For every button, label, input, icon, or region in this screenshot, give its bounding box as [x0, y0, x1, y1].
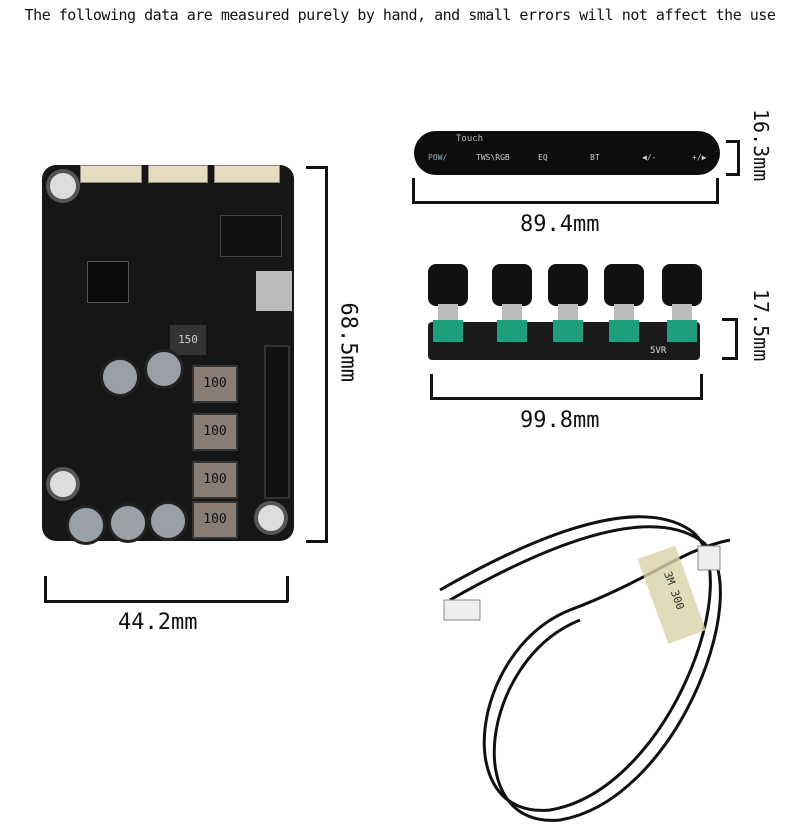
mount-hole	[46, 169, 80, 203]
capacitor	[100, 357, 140, 397]
inductor: 100	[192, 413, 238, 451]
dim-line	[430, 397, 702, 400]
knob	[604, 264, 644, 306]
dim-line	[726, 173, 740, 176]
knob	[428, 264, 468, 306]
dim-line	[306, 540, 328, 543]
potentiometer	[497, 320, 527, 342]
dim-line	[726, 140, 740, 143]
touch-width-label: 89.4mm	[520, 212, 600, 237]
potentiometer	[667, 320, 697, 342]
usb-c-port	[256, 271, 292, 311]
touch-brand: Touch	[456, 134, 484, 144]
inductor: 100	[192, 461, 238, 499]
dim-line	[737, 140, 740, 176]
capacitor	[144, 349, 184, 389]
knob-width-label: 99.8mm	[520, 408, 600, 433]
knob-shaft	[614, 304, 634, 324]
dim-line	[412, 178, 415, 204]
dim-line	[716, 178, 719, 204]
dim-line	[722, 357, 738, 360]
dim-line	[306, 166, 328, 169]
dim-line	[325, 166, 328, 542]
dim-line	[44, 600, 288, 603]
touch-label: ◀/-	[642, 153, 657, 162]
dim-line	[700, 374, 703, 400]
knob	[492, 264, 532, 306]
disclaimer-text: The following data are measured purely b…	[24, 6, 776, 24]
speaker-terminal	[264, 345, 290, 499]
knob	[662, 264, 702, 306]
touch-panel: Touch POW/ TWS\RGB EQ BT ◀/- +/▶	[414, 131, 720, 175]
dim-line	[735, 318, 738, 360]
dim-line	[430, 374, 433, 400]
knob-board-label: 5VR	[650, 346, 667, 356]
knob-shaft	[502, 304, 522, 324]
knob-height-label: 17.5mm	[749, 289, 773, 362]
knob	[548, 264, 588, 306]
chip	[87, 261, 129, 303]
capacitor	[108, 503, 148, 543]
touch-label: TWS\RGB	[476, 153, 510, 162]
potentiometer	[433, 320, 463, 342]
capacitor	[148, 501, 188, 541]
board-width-label: 44.2mm	[118, 610, 198, 635]
capacitor-label: 150	[170, 325, 206, 355]
dim-line	[722, 318, 738, 321]
capacitor	[66, 505, 106, 545]
inductor: 100	[192, 501, 238, 539]
touch-label: +/▶	[692, 153, 707, 162]
touch-label: BT	[590, 153, 600, 162]
connector	[148, 165, 208, 183]
potentiometer	[553, 320, 583, 342]
touch-height-label: 16.3mm	[749, 109, 773, 182]
touch-label: EQ	[538, 153, 548, 162]
dim-line	[44, 576, 47, 602]
mount-hole	[46, 467, 80, 501]
connector	[214, 165, 280, 183]
dim-line	[286, 576, 289, 602]
inductor: 100	[192, 365, 238, 403]
mount-hole	[254, 501, 288, 535]
dim-line	[412, 201, 718, 204]
board-height-label: 68.5mm	[335, 302, 361, 382]
audio-jack	[220, 215, 282, 257]
knob-shaft	[558, 304, 578, 324]
knob-shaft	[438, 304, 458, 324]
ribbon-cable: 3M 300	[439, 515, 731, 822]
potentiometer	[609, 320, 639, 342]
knob-shaft	[672, 304, 692, 324]
amplifier-board: 150 100 100 100 100	[42, 165, 294, 545]
touch-label: POW/	[428, 153, 448, 162]
connector	[80, 165, 142, 183]
